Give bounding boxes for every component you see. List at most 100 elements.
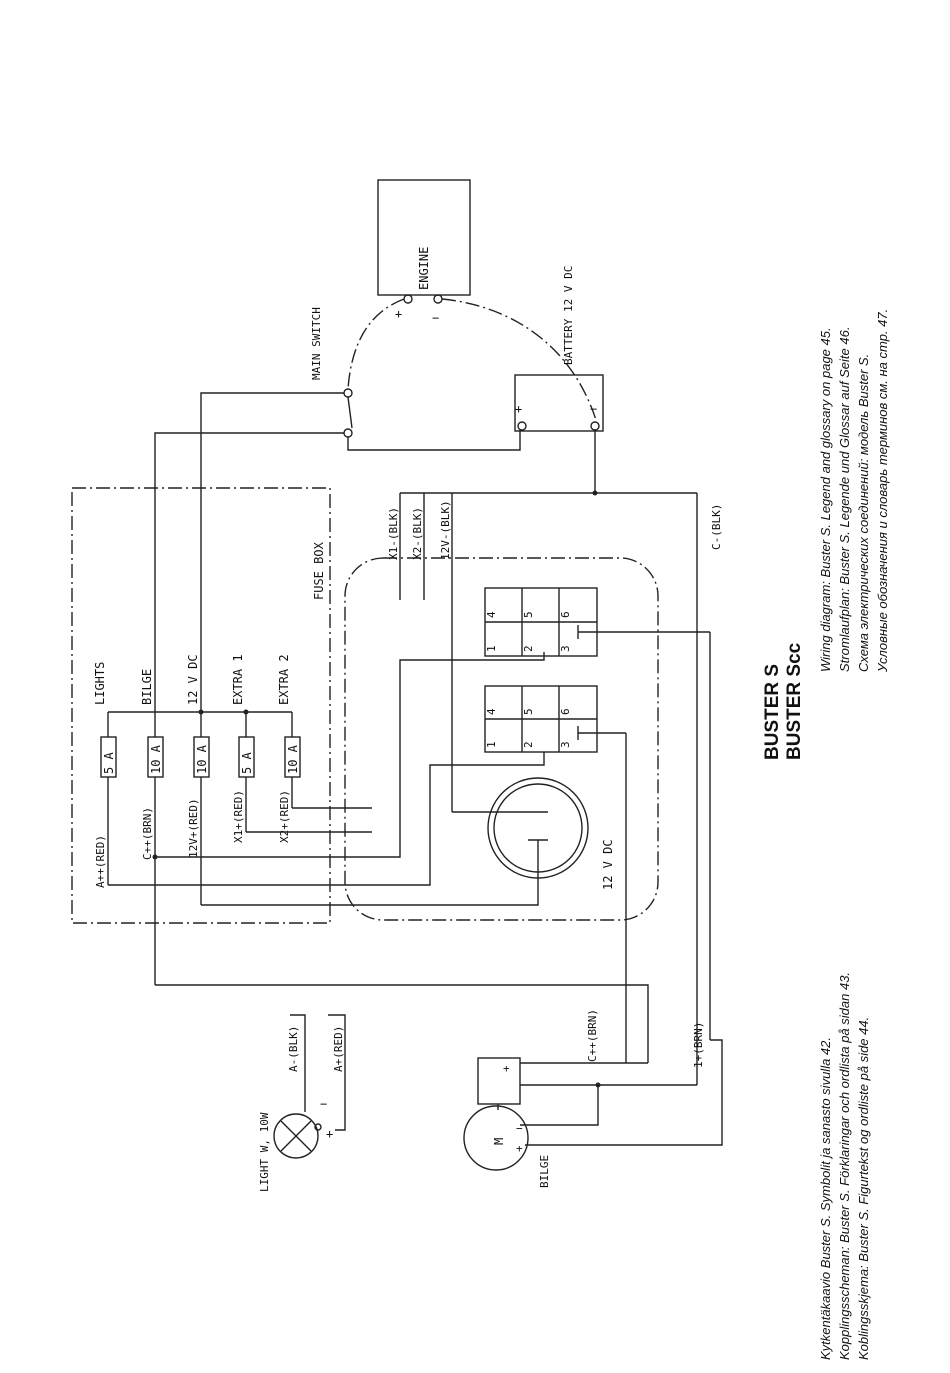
fuse-12v: 10 A 12V+(RED) 12 V DC [186, 654, 210, 905]
feed-bilge-line [154, 432, 344, 712]
svg-text:5: 5 [522, 708, 535, 715]
fuse-12v-rating: 10 A [195, 744, 209, 774]
battery-label: BATTERY 12 V DC [562, 266, 575, 365]
bilge-switch-plus: + [503, 1062, 510, 1075]
fuse-extra1: 5 A X1+(RED) EXTRA 1 [231, 654, 255, 843]
negative-bus-junction [592, 490, 598, 496]
motor-plus: + [516, 1142, 523, 1155]
main-switch-terminal-top [343, 388, 353, 398]
bilge-one-pos-wire [525, 1039, 723, 1146]
engine-box [377, 179, 471, 296]
fuse-lights: 5 A A++(RED) LIGHTS [93, 662, 117, 888]
fuse-lights-circuit: LIGHTS [93, 662, 107, 705]
caption-left-3: Koblingsskjema: Buster S. Figurtekst og … [856, 1017, 871, 1360]
caption-left-2: Kopplingsscheman: Buster S. Förklaringar… [837, 972, 852, 1360]
one-pos-label: 1+(BRN) [692, 1022, 705, 1068]
svg-text:2: 2 [522, 645, 535, 652]
fuse-extra2-wire: X2+(RED) [278, 790, 291, 843]
battery-plus-sign: + [515, 402, 522, 416]
switch-upper: 4 1 5 2 6 3 [484, 587, 710, 657]
x1-neg-label: X1-(BLK) [387, 507, 400, 560]
a-neg-label: A-(BLK) [287, 1026, 300, 1072]
svg-text:3: 3 [559, 741, 572, 748]
caption-right-1: Wiring diagram: Buster S. Legend and glo… [818, 327, 833, 672]
fuse-12v-circuit: 12 V DC [186, 654, 200, 705]
engine-negative-cable [441, 298, 597, 421]
main-switch-label: MAIN SWITCH [310, 307, 323, 380]
caption-right-2: Stromlaufplan: Buster S. Legende und Glo… [837, 327, 852, 672]
fuse-extra1-wire: X1+(RED) [232, 790, 245, 843]
fuse-12v-wire: 12V+(RED) [187, 798, 200, 858]
fuse-box-outline [344, 557, 659, 921]
svg-text:6: 6 [559, 708, 572, 715]
fuse-bilge-wire: C++(BRN) [141, 807, 154, 860]
svg-text:4: 4 [485, 611, 498, 618]
svg-text:2: 2 [522, 741, 535, 748]
fuse-extra1-circuit: EXTRA 1 [231, 654, 245, 705]
engine-positive-cable [347, 298, 405, 390]
light-pos-wire [328, 1014, 346, 1131]
svg-text:4: 4 [485, 708, 498, 715]
fuse-bilge-circuit: BILGE [140, 669, 154, 705]
svg-text:5: 5 [522, 611, 535, 618]
caption-right-3: Схема электрических соединений: модель B… [856, 354, 871, 672]
c-pos-label: C++(BRN) [586, 1009, 599, 1062]
fuse-extra2-rating: 10 A [286, 744, 300, 774]
fuse-bilge-rating: 10 A [149, 744, 163, 774]
motor-symbol: M [492, 1138, 506, 1145]
title-line2: BUSTER Scc [784, 642, 805, 760]
gauge-label: 12 V DC [601, 839, 615, 890]
c-neg-label: C-(BLK) [710, 504, 723, 550]
engine-minus-sign: − [432, 311, 439, 325]
light-neg-wire [290, 1014, 306, 1112]
a-pos-label: A+(RED) [332, 1026, 345, 1072]
light-label: LIGHT W, 10W [258, 1112, 271, 1192]
engine-negative-terminal [433, 294, 443, 304]
motor-minus: − [516, 1122, 523, 1135]
fuse-lights-rating: 5 A [102, 752, 116, 774]
battery-negative-terminal [590, 421, 600, 431]
fuse-panel-outline [71, 487, 331, 924]
fuse-extra2: 10 A X2+(RED) EXTRA 2 [277, 654, 301, 843]
gauge-pos-feed [201, 840, 539, 906]
feed-12v-line [200, 392, 344, 712]
svg-text:6: 6 [559, 611, 572, 618]
engine-label: ENGINE [417, 247, 431, 290]
lights-switch-feed [108, 752, 545, 886]
fuse-bilge: 10 A C++(BRN) BILGE [140, 669, 164, 985]
bilge-feed-down [155, 984, 649, 1063]
title-line1: BUSTER S [762, 664, 783, 760]
bilge-switch-box [477, 1057, 521, 1105]
light-lamp [273, 1113, 319, 1159]
bilge-label: BILGE [538, 1155, 551, 1188]
light-plus: + [326, 1127, 333, 1141]
battery-positive-terminal [517, 421, 527, 431]
fuse-extra1-rating: 5 A [240, 752, 254, 774]
svg-text:1: 1 [485, 741, 498, 748]
main-switch-contact [347, 396, 353, 429]
switch-lower: 4 1 5 2 6 3 [484, 685, 626, 753]
light-minus: − [320, 1097, 327, 1111]
caption-left-1: Kytkentäkaavio Buster S. Symbolit ja san… [818, 1037, 833, 1360]
switch-battery-link [347, 430, 521, 451]
gauge-outer [487, 777, 589, 879]
v12-neg-label: 12V-(BLK) [439, 500, 452, 560]
fuse-extra2-circuit: EXTRA 2 [277, 654, 291, 705]
bilge-motor-neg [520, 1085, 599, 1126]
svg-text:1: 1 [485, 645, 498, 652]
svg-text:3: 3 [559, 645, 572, 652]
fuse-box-label: FUSE BOX [312, 541, 326, 600]
engine-plus-sign: + [395, 307, 402, 321]
bilge-motor [463, 1105, 529, 1171]
caption-right-4: Условные обозначения и словарь терминов … [875, 309, 890, 673]
bilge-switch-feed [155, 652, 545, 858]
battery-minus-sign: − [590, 402, 597, 416]
fuse-lights-wire: A++(RED) [94, 835, 107, 888]
main-switch-terminal-bottom [343, 428, 353, 438]
x2-neg-label: X2-(BLK) [411, 507, 424, 560]
battery-box [514, 374, 604, 432]
gauge-inner [493, 783, 583, 873]
engine-positive-terminal [403, 294, 413, 304]
